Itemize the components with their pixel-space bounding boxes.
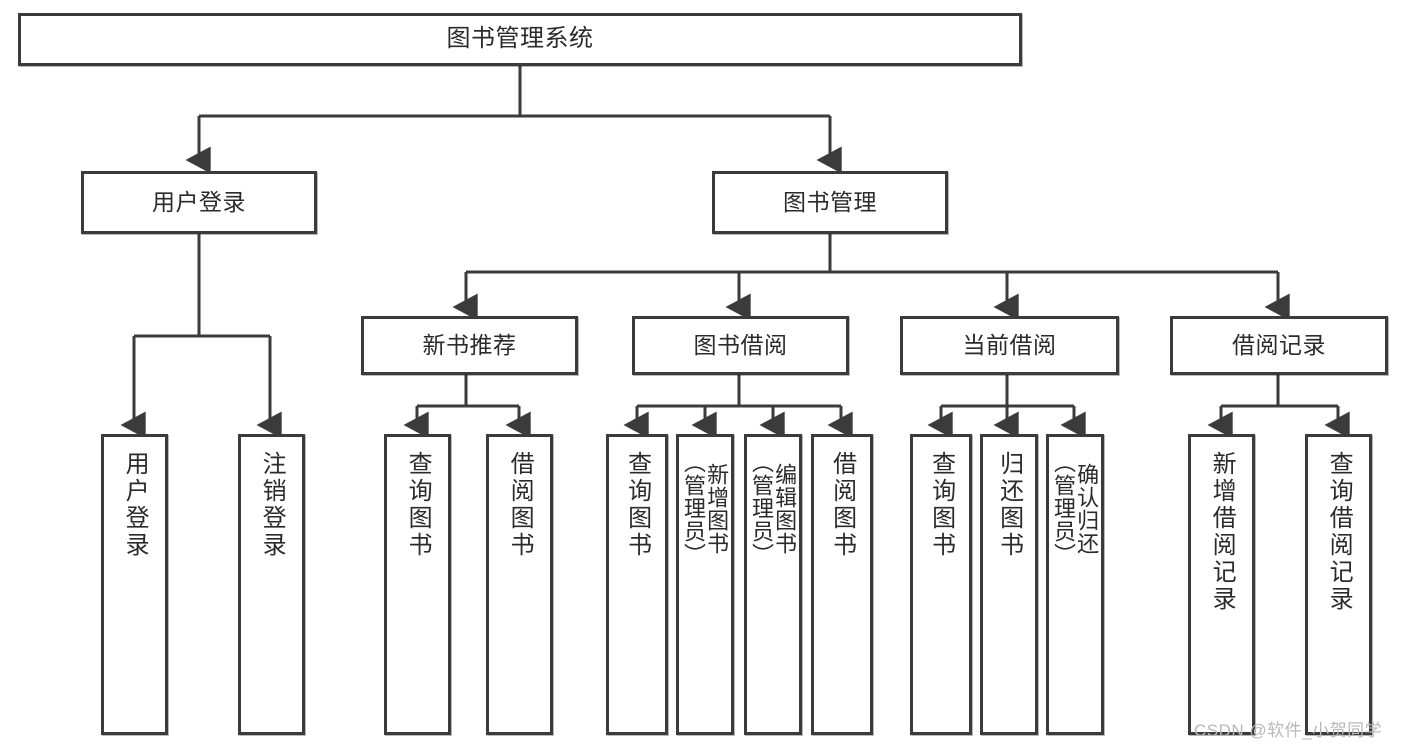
node-book-borrowing[interactable]: 图书借阅 xyxy=(632,316,849,375)
node-label: 查询图书 xyxy=(927,451,955,559)
node-label: 确认归还 （管理员） xyxy=(1051,451,1100,566)
node-label: 图书管理 xyxy=(783,188,877,215)
node-label: 查询借阅记录 xyxy=(1325,451,1353,613)
node-label: 图书管理系统 xyxy=(446,25,594,53)
node-label: 用户登录 xyxy=(121,451,149,559)
node-leaf-return-books[interactable]: 归还图书 xyxy=(980,434,1038,735)
csdn-watermark: CSDN @软件_小贺同学 xyxy=(1194,721,1383,740)
node-label: 查询图书 xyxy=(623,451,651,559)
node-leaf-add-borrow-record[interactable]: 新增借阅记录 xyxy=(1188,434,1255,735)
node-leaf-confirm-return-admin[interactable]: 确认归还 （管理员） xyxy=(1046,434,1104,735)
node-label: 查询图书 xyxy=(404,451,432,559)
node-label: 新书推荐 xyxy=(422,331,517,358)
node-leaf-add-book-admin[interactable]: 新增图书 （管理员） xyxy=(676,434,734,735)
node-label: 借阅图书 xyxy=(828,451,856,559)
node-label: 注销登录 xyxy=(258,451,286,559)
node-leaf-search-books-current[interactable]: 查询图书 xyxy=(910,434,972,735)
node-leaf-borrow-books[interactable]: 借阅图书 xyxy=(811,434,873,735)
node-label: 新增图书 （管理员） xyxy=(681,451,730,566)
node-label: 图书借阅 xyxy=(693,331,788,358)
node-label: 借阅记录 xyxy=(1232,331,1326,358)
node-leaf-borrow-books-newbooks[interactable]: 借阅图书 xyxy=(486,434,553,735)
node-label: 新增借阅记录 xyxy=(1208,451,1236,613)
node-leaf-search-borrow-record[interactable]: 查询借阅记录 xyxy=(1305,434,1372,735)
node-label: 用户登录 xyxy=(152,188,246,215)
node-leaf-logout[interactable]: 注销登录 xyxy=(238,434,305,735)
node-leaf-edit-book-admin[interactable]: 编辑图书 （管理员） xyxy=(744,434,802,735)
node-new-book-recommendation[interactable]: 新书推荐 xyxy=(361,316,578,375)
node-leaf-search-books-borrow[interactable]: 查询图书 xyxy=(606,434,668,735)
node-label: 编辑图书 （管理员） xyxy=(749,451,798,566)
node-leaf-search-books-newbooks[interactable]: 查询图书 xyxy=(384,434,451,735)
node-current-borrowing[interactable]: 当前借阅 xyxy=(900,316,1119,375)
node-book-management[interactable]: 图书管理 xyxy=(712,171,948,234)
node-user-login[interactable]: 用户登录 xyxy=(81,171,317,234)
node-root-book-management-system[interactable]: 图书管理系统 xyxy=(18,13,1022,66)
node-leaf-user-login[interactable]: 用户登录 xyxy=(101,434,168,735)
node-label: 当前借阅 xyxy=(962,331,1057,358)
node-label: 借阅图书 xyxy=(506,451,534,559)
node-borrowing-records[interactable]: 借阅记录 xyxy=(1170,316,1388,375)
node-label: 归还图书 xyxy=(995,451,1023,559)
